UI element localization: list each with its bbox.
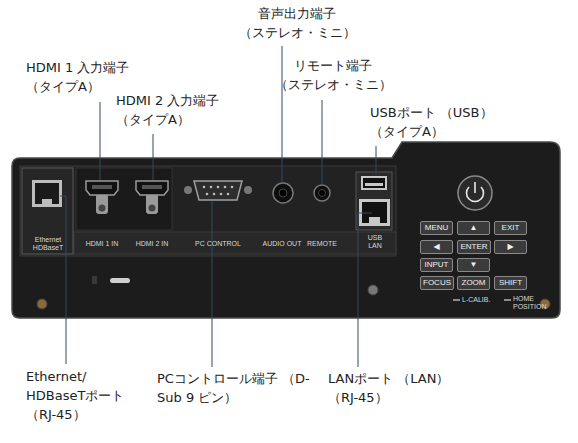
usb-lan-bay (356, 172, 392, 230)
rj45-port (42, 199, 52, 204)
hdmi-port (92, 185, 112, 189)
hdmi-port (86, 181, 118, 195)
callout-label: PCコントロール端子 （D-Sub 9 ピン） (157, 369, 322, 407)
hdmi-bracket (146, 194, 158, 214)
button-label: FOCUS (423, 279, 451, 287)
screw (244, 186, 252, 194)
audio-jack (273, 183, 293, 203)
usb-port (365, 183, 383, 186)
hdmi-port (136, 181, 168, 195)
panel-marking: HOME POSITION (513, 295, 557, 312)
ethernet-bay (22, 168, 73, 254)
callout-label: USBポート （USB）（タイプA） (370, 103, 520, 141)
panel-marking: PC CONTROL (186, 240, 250, 248)
usb-port (363, 178, 385, 188)
callout-label: LANポート （LAN）（RJ-45） (328, 369, 478, 407)
power-symbol (474, 182, 476, 193)
hdmi-port (142, 185, 162, 189)
remote-jack (319, 190, 326, 197)
panel-marking: REMOTE (300, 240, 344, 248)
panel-marking: USB LAN (362, 234, 388, 251)
power-button (458, 176, 492, 210)
dash-mark (453, 299, 460, 300)
hdmi-bay (76, 168, 172, 230)
panel-button: ▲ (457, 221, 490, 235)
callout-label: HDMI 2 入力端子 （タイプA） (116, 91, 244, 129)
panel-button: ▶ (494, 240, 527, 254)
screw (184, 186, 192, 194)
button-label: SHIFT (499, 279, 522, 287)
dsub-pins (203, 186, 234, 196)
panel-marking: Ethernet HDBaseT (24, 236, 72, 253)
button-label: ENTER (460, 243, 487, 251)
security-slot (110, 278, 130, 283)
rj45-port (32, 180, 62, 207)
callout-label: Ethernet/ HDBaseTポート （RJ-45） (26, 367, 130, 425)
remote-jack (314, 185, 330, 201)
rj45-port (35, 183, 59, 204)
button-label: ▲ (470, 224, 478, 232)
callout-label: HDMI 1 入力端子 （タイプA） (26, 58, 154, 96)
panel-button: MENU (420, 221, 453, 235)
button-label: ◀ (433, 243, 439, 251)
panel-marking: AUDIO OUT (256, 240, 308, 248)
lock-icon (92, 276, 97, 284)
panel-marking: HDMI 2 IN (127, 240, 177, 248)
panel-button: ENTER (457, 240, 491, 254)
button-label: MENU (425, 224, 449, 232)
button-label: ▼ (470, 261, 478, 269)
panel-button: INPUT (420, 258, 453, 272)
lan-port (369, 217, 380, 223)
panel-button: ZOOM (457, 276, 490, 290)
button-label: ZOOM (462, 279, 486, 287)
button-label: ▶ (507, 243, 513, 251)
panel-button: ◀ (420, 240, 453, 254)
panel-marking: L-CALIB. (462, 296, 506, 304)
button-label: EXIT (502, 224, 520, 232)
usb-port (361, 176, 387, 190)
dsub-port (194, 181, 242, 200)
screw (149, 205, 156, 212)
panel-button: SHIFT (494, 276, 527, 290)
callout-label: 音声出力端子 （ステレオ・ミニ） (222, 4, 372, 42)
label-strip (74, 232, 396, 254)
callout-label: リモート端子 （ステレオ・ミニ） (263, 56, 403, 94)
leader-line (60, 46, 376, 367)
button-label: INPUT (425, 261, 449, 269)
hdmi-bracket (96, 194, 108, 214)
audio-jack (279, 189, 287, 197)
panel-button: FOCUS (420, 276, 454, 290)
panel-marking: HDMI 1 IN (77, 240, 127, 248)
panel-housing (12, 142, 560, 318)
panel-button: ▼ (457, 258, 490, 272)
connector-bay (20, 166, 396, 256)
panel-button: EXIT (494, 221, 527, 235)
dash-mark (504, 299, 511, 300)
screw (99, 205, 106, 212)
